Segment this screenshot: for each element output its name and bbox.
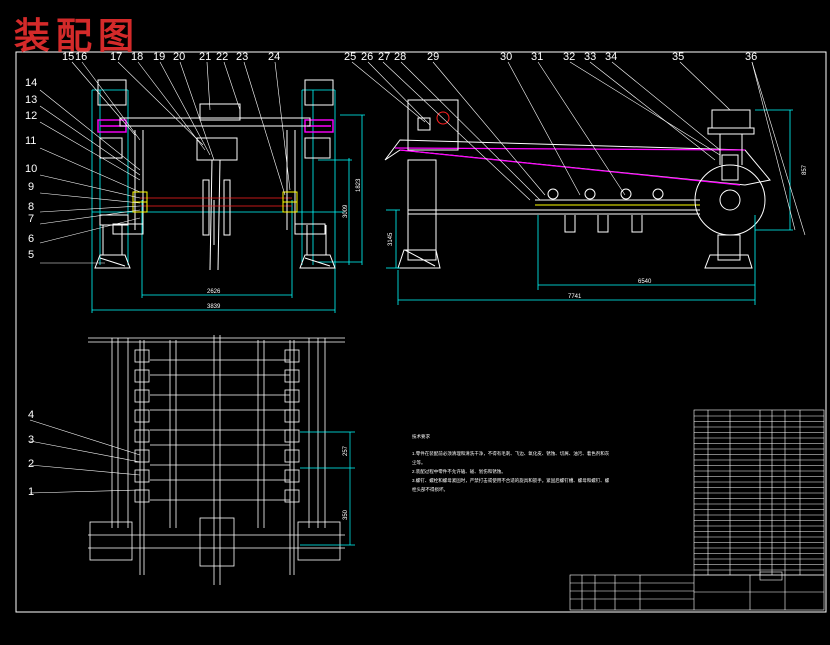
callout-18: 18 <box>131 51 143 63</box>
callout-9: 9 <box>28 181 34 193</box>
drawing-frame <box>15 51 827 613</box>
callout-36: 36 <box>745 51 757 63</box>
callouts-front: 14 13 12 11 10 9 8 7 6 5 <box>25 77 37 261</box>
callout-11: 11 <box>25 135 36 147</box>
callouts-top-side: 25 26 27 28 29 30 31 32 33 34 35 36 <box>344 51 757 63</box>
callout-17: 17 <box>110 51 122 63</box>
dim-front-inner: 2626 <box>207 289 221 295</box>
tech-note-line: 3.螺钉、螺栓和螺母紧固时，严禁打击或使用不合适的旋具和扳手。紧固后螺钉槽、螺母… <box>412 477 610 484</box>
callout-27: 27 <box>378 51 390 63</box>
callout-32: 32 <box>563 51 575 63</box>
callout-23: 23 <box>236 51 248 63</box>
callout-22: 22 <box>216 51 228 63</box>
callout-21: 21 <box>199 51 211 63</box>
callout-30: 30 <box>500 51 512 63</box>
callout-10: 10 <box>25 163 37 175</box>
dim-side-left: 3145 <box>388 232 394 246</box>
parts-list <box>569 409 825 611</box>
dim-side-inner: 6540 <box>638 279 652 285</box>
callout-35: 35 <box>672 51 684 63</box>
callout-28: 28 <box>394 51 406 63</box>
callout-1: 1 <box>28 486 34 498</box>
callout-31: 31 <box>531 51 543 63</box>
callout-6: 6 <box>28 233 34 245</box>
callout-19: 19 <box>153 51 165 63</box>
plan-view <box>29 335 355 585</box>
dim-side-outer: 7741 <box>568 294 582 300</box>
dim-plan-a: 257 <box>343 445 349 456</box>
dim-front-outer: 3839 <box>207 304 221 310</box>
callout-29: 29 <box>427 51 439 63</box>
callouts-plan: 4 3 2 1 <box>28 409 34 498</box>
callout-20: 20 <box>173 51 185 63</box>
callout-24: 24 <box>268 51 280 63</box>
callout-16: 16 <box>75 51 87 63</box>
callout-3: 3 <box>28 434 34 446</box>
callout-15: 15 <box>62 51 74 63</box>
callout-34: 34 <box>605 51 617 63</box>
callout-14: 14 <box>25 77 37 89</box>
dim-front-height: 1823 <box>356 178 362 192</box>
callout-5: 5 <box>28 249 34 261</box>
dim-front-height2: 3009 <box>343 204 349 218</box>
dim-side-right: 857 <box>802 164 808 175</box>
drawing-title: 装配图 <box>14 15 140 57</box>
front-view <box>39 61 365 313</box>
tech-notes-heading: 技术要求 <box>412 433 430 440</box>
side-view <box>351 61 806 305</box>
dim-plan-b: 350 <box>343 509 349 520</box>
callout-13: 13 <box>25 94 37 106</box>
tech-note-line: 1.零件在装配前必须清理和清洗干净，不得有毛刺、飞边、氧化皮、锈蚀、切屑、油污、… <box>412 450 610 457</box>
technical-notes: 技术要求 1.零件在装配前必须清理和清洗干净，不得有毛刺、飞边、氧化皮、锈蚀、切… <box>412 433 610 493</box>
dimension-labels: 2626 3839 1823 3009 3145 6540 7741 857 2… <box>207 164 808 520</box>
tech-note-line: 2.装配过程中零件不允许磕、碰、划伤和锈蚀。 <box>412 468 506 475</box>
callout-8: 8 <box>28 201 34 213</box>
callout-2: 2 <box>28 458 34 470</box>
tech-note-line: 尘等。 <box>412 459 426 465</box>
callout-12: 12 <box>25 110 37 122</box>
tech-note-line: 栓头部不得损坏。 <box>412 486 448 493</box>
callout-25: 25 <box>344 51 356 63</box>
callout-4: 4 <box>28 409 34 421</box>
callout-7: 7 <box>28 213 34 225</box>
callout-26: 26 <box>361 51 373 63</box>
callout-33: 33 <box>584 51 596 63</box>
callouts-top-front: 15 16 17 18 19 20 21 22 23 24 <box>62 51 280 63</box>
